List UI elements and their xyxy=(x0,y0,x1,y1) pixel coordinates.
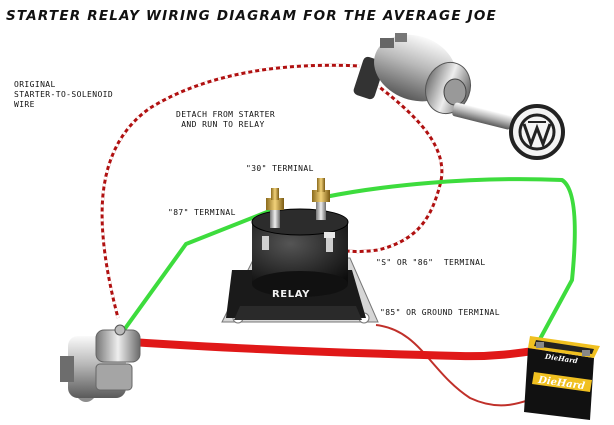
ignition-key-icon xyxy=(452,102,565,160)
terminal-30-post xyxy=(312,178,330,220)
ignition-switch-icon xyxy=(353,33,472,115)
label-detach: DETACH FROM STARTER AND RUN TO RELAY xyxy=(176,110,276,129)
relay-label: RELAY xyxy=(272,289,310,300)
green-wire-starter-to-87 xyxy=(122,208,274,332)
label-terminal-87: "87" TERMINAL xyxy=(168,208,236,217)
ground-wire xyxy=(375,324,551,407)
terminal-s86-post xyxy=(324,232,335,252)
original-starter-wire xyxy=(100,63,361,319)
relay-icon xyxy=(221,178,379,324)
main-battery-cable xyxy=(128,338,544,361)
green-wire-30-to-battery xyxy=(323,177,577,352)
terminal-85-post xyxy=(262,236,269,250)
starter-motor-icon xyxy=(60,324,141,402)
ignition-to-relay-wire xyxy=(337,84,444,253)
battery-icon xyxy=(524,336,600,420)
label-terminal-30: "30" TERMINAL xyxy=(246,164,314,173)
terminal-87-post xyxy=(266,188,284,228)
label-terminal-s86: "S" OR "86" TERMINAL xyxy=(376,258,486,267)
label-original-wire: ORIGINAL STARTER-TO-SOLENOID WIRE xyxy=(14,80,114,109)
diagram-title: STARTER RELAY WIRING DIAGRAM FOR THE AVE… xyxy=(6,8,497,24)
label-terminal-85: "85" OR GROUND TERMINAL xyxy=(380,308,500,317)
